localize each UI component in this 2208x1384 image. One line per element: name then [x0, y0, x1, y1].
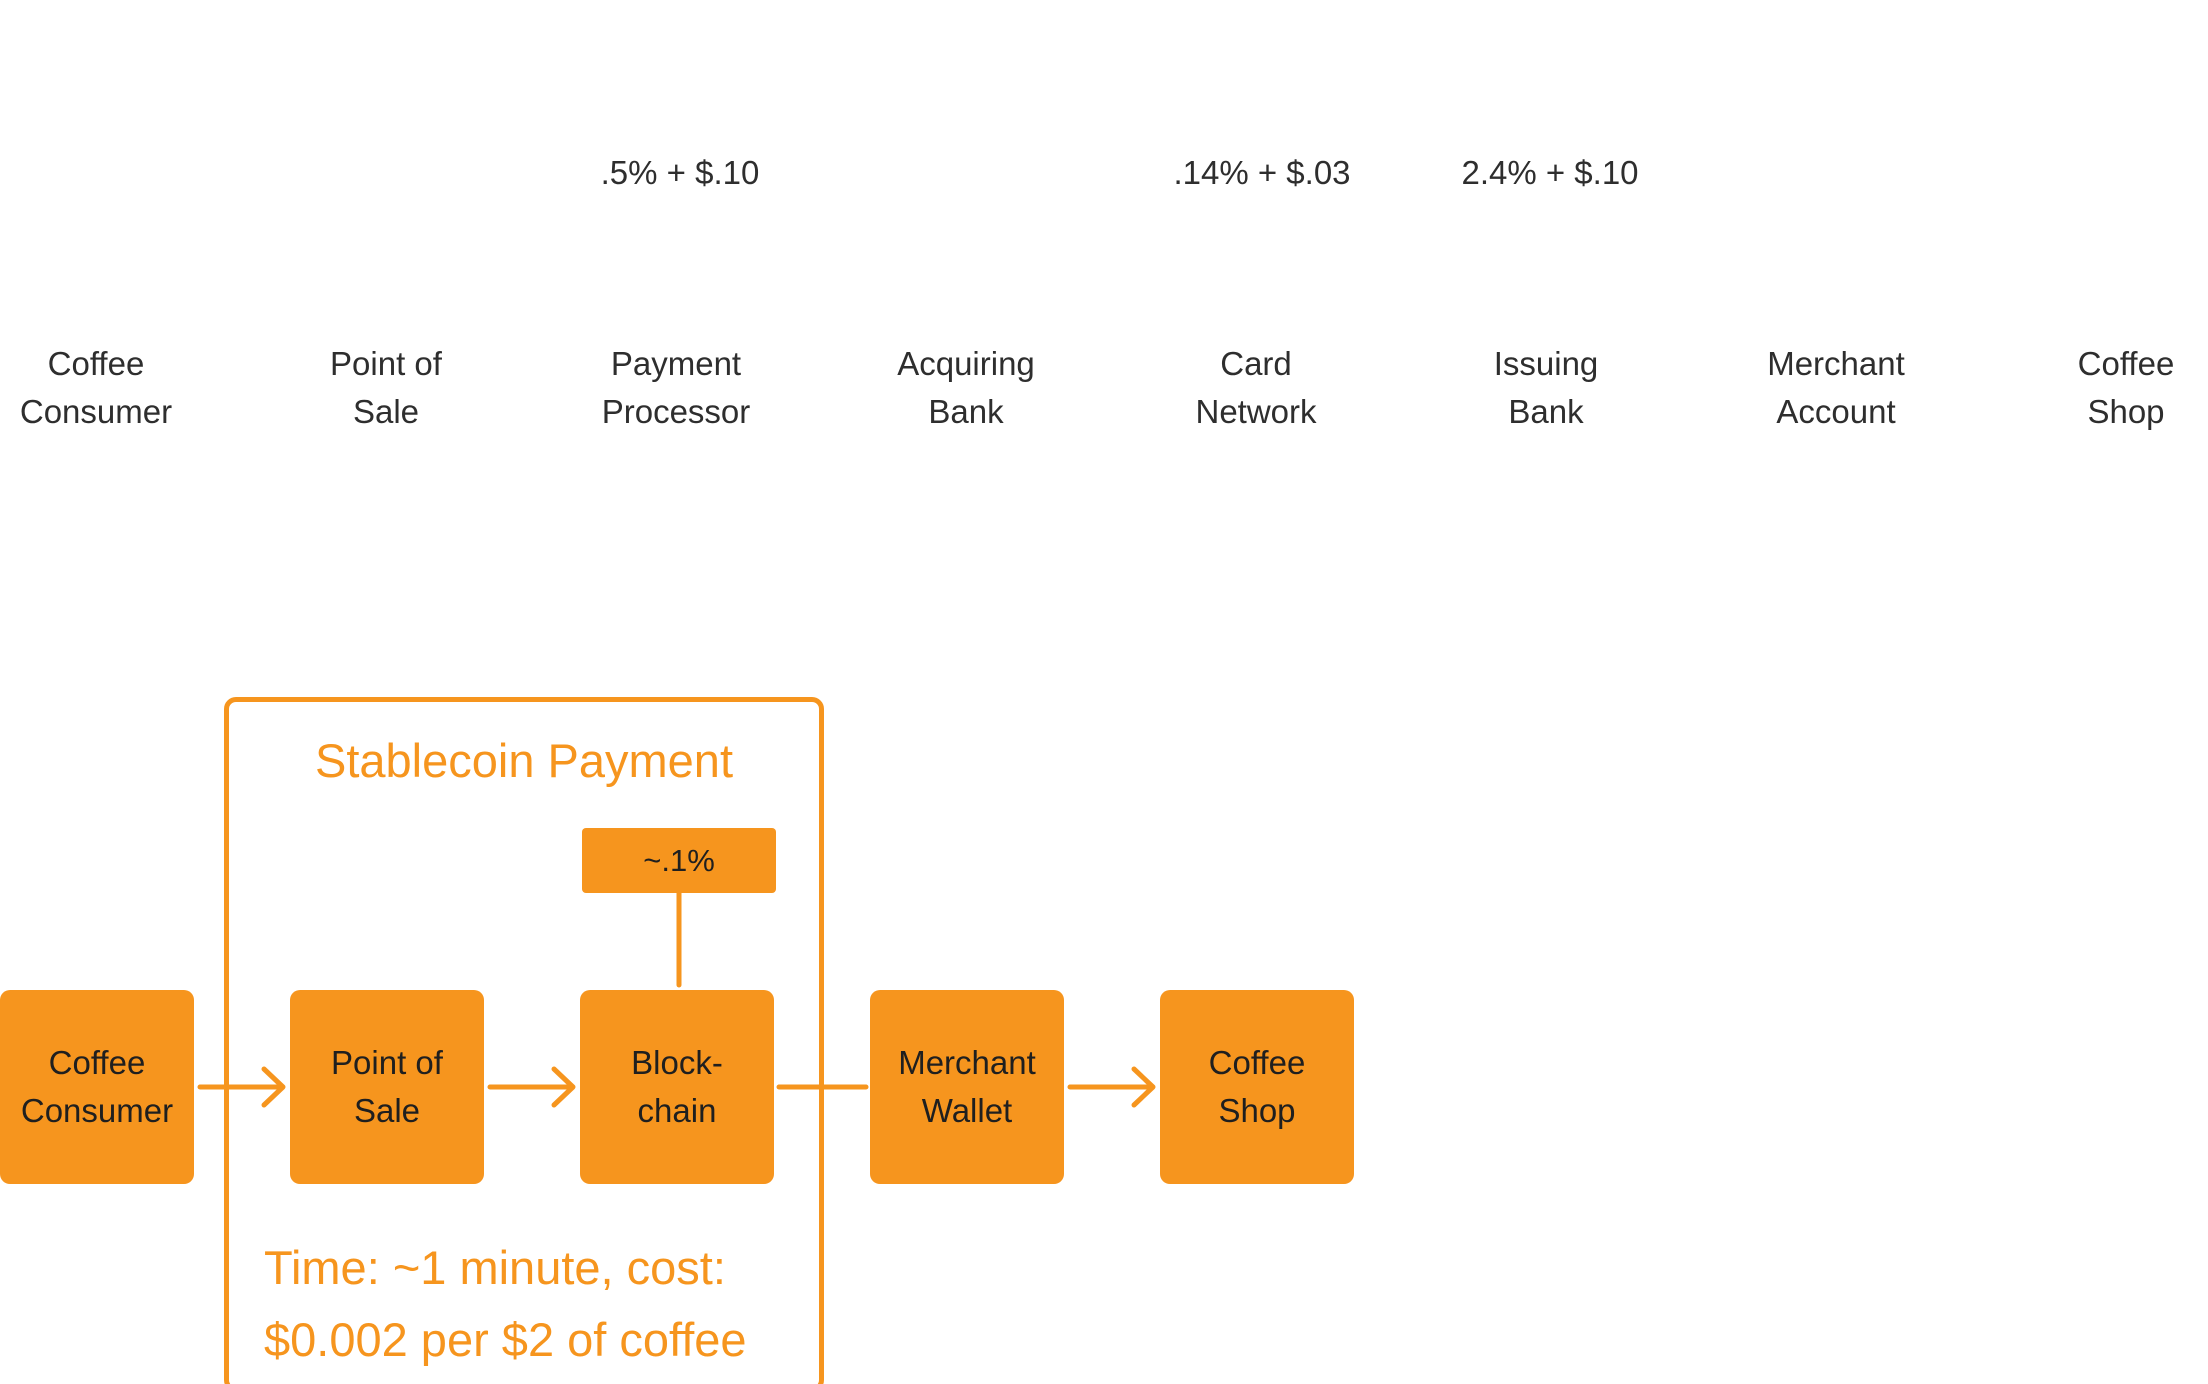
node-blockchain: Block- chain	[580, 990, 774, 1184]
node-label-line1: Merchant	[1767, 345, 1905, 382]
card-network-fee: .14% + $.03	[1173, 154, 1351, 191]
node-label-line1: Coffee	[1208, 1044, 1306, 1081]
node-label-line1: Acquiring	[897, 345, 1035, 382]
node-label-line1: Payment	[610, 345, 742, 382]
node-label-line2: Sale	[352, 393, 420, 430]
top-node-payment-processor: Payment Processor	[576, 340, 776, 436]
blockchain-fee-box: ~.1%	[582, 828, 776, 893]
stablecoin-payment-title: Stablecoin Payment	[314, 734, 734, 787]
node-label-line1: Coffee	[47, 345, 145, 382]
top-node-merchant-account: Merchant Account	[1736, 340, 1936, 436]
arrow-pos-to-blockchain	[487, 1066, 576, 1108]
node-point-of-sale: Point of Sale	[290, 990, 484, 1184]
node-merchant-wallet: Merchant Wallet	[870, 990, 1064, 1184]
node-label-line2: Shop	[1218, 1092, 1296, 1129]
node-label-line2: Processor	[601, 393, 751, 430]
issuing-bank-fee: 2.4% + $.10	[1461, 154, 1639, 191]
node-label-line2: Account	[1776, 393, 1896, 430]
note-line2: $0.002 per $2 of coffee	[264, 1313, 747, 1366]
node-coffee-consumer: Coffee Consumer	[0, 990, 194, 1184]
stablecoin-time-cost-note: Time: ~1 minute, cost: $0.002 per $2 of …	[264, 1232, 824, 1376]
top-node-coffee-consumer: Coffee Consumer	[0, 340, 196, 436]
top-node-card-network: Card Network	[1156, 340, 1356, 436]
node-coffee-shop: Coffee Shop	[1160, 990, 1354, 1184]
top-node-acquiring-bank: Acquiring Bank	[866, 340, 1066, 436]
node-label-line1: Issuing	[1493, 345, 1599, 382]
node-label-line2: Network	[1195, 393, 1317, 430]
node-label-line2: Consumer	[20, 1092, 174, 1129]
payment-processor-fee: .5% + $.10	[600, 154, 760, 191]
arrow-wallet-to-shop	[1067, 1066, 1156, 1108]
top-node-point-of-sale: Point of Sale	[286, 340, 486, 436]
node-label-line2: Consumer	[19, 393, 173, 430]
node-label-line1: Block-	[631, 1044, 723, 1081]
node-label-line1: Coffee	[48, 1044, 146, 1081]
arrow-consumer-to-pos	[197, 1066, 286, 1108]
node-label-line2: Sale	[353, 1092, 421, 1129]
node-label-line2: Wallet	[921, 1092, 1013, 1129]
node-label-line2: Shop	[2087, 393, 2165, 430]
node-label-line2: Bank	[1508, 393, 1584, 430]
node-label-line1: Point of	[331, 1044, 443, 1081]
node-label-line2: Bank	[928, 393, 1004, 430]
node-label-line1: Merchant	[898, 1044, 1036, 1081]
node-label-line1: Point of	[330, 345, 442, 382]
node-label-line1: Card	[1220, 345, 1292, 382]
note-line1: Time: ~1 minute, cost:	[264, 1241, 726, 1294]
stablecoin-payment-frame	[224, 697, 824, 1384]
node-label-line1: Coffee	[2077, 345, 2175, 382]
top-node-coffee-shop: Coffee Shop	[2026, 340, 2208, 436]
top-node-issuing-bank: Issuing Bank	[1446, 340, 1646, 436]
node-label-line2: chain	[637, 1092, 717, 1129]
